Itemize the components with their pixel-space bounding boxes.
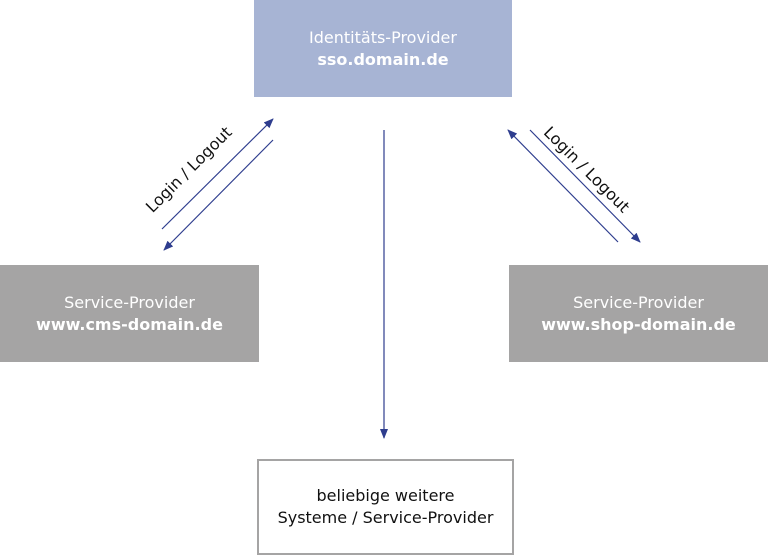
identity-provider-domain: sso.domain.de bbox=[317, 49, 449, 69]
arrow-idp-to-cms bbox=[163, 139, 274, 251]
other-systems-box: beliebige weitere Systeme / Service-Prov… bbox=[257, 459, 514, 555]
arrow-idp-to-shop bbox=[529, 129, 641, 243]
arrow-shop-to-idp bbox=[507, 129, 619, 243]
service-provider-shop-title: Service-Provider bbox=[573, 292, 704, 312]
identity-provider-title: Identitäts-Provider bbox=[309, 27, 457, 47]
other-systems-line1: beliebige weitere bbox=[316, 486, 455, 505]
service-provider-cms-box: Service-Provider www.cms-domain.de bbox=[0, 265, 259, 362]
arrow-cms-to-idp bbox=[161, 118, 274, 230]
service-provider-shop-domain: www.shop-domain.de bbox=[541, 314, 736, 334]
other-systems-line2: Systeme / Service-Provider bbox=[277, 508, 494, 527]
service-provider-cms-title: Service-Provider bbox=[64, 292, 195, 312]
identity-provider-box: Identitäts-Provider sso.domain.de bbox=[254, 0, 512, 97]
service-provider-shop-box: Service-Provider www.shop-domain.de bbox=[509, 265, 768, 362]
service-provider-cms-domain: www.cms-domain.de bbox=[36, 314, 223, 334]
